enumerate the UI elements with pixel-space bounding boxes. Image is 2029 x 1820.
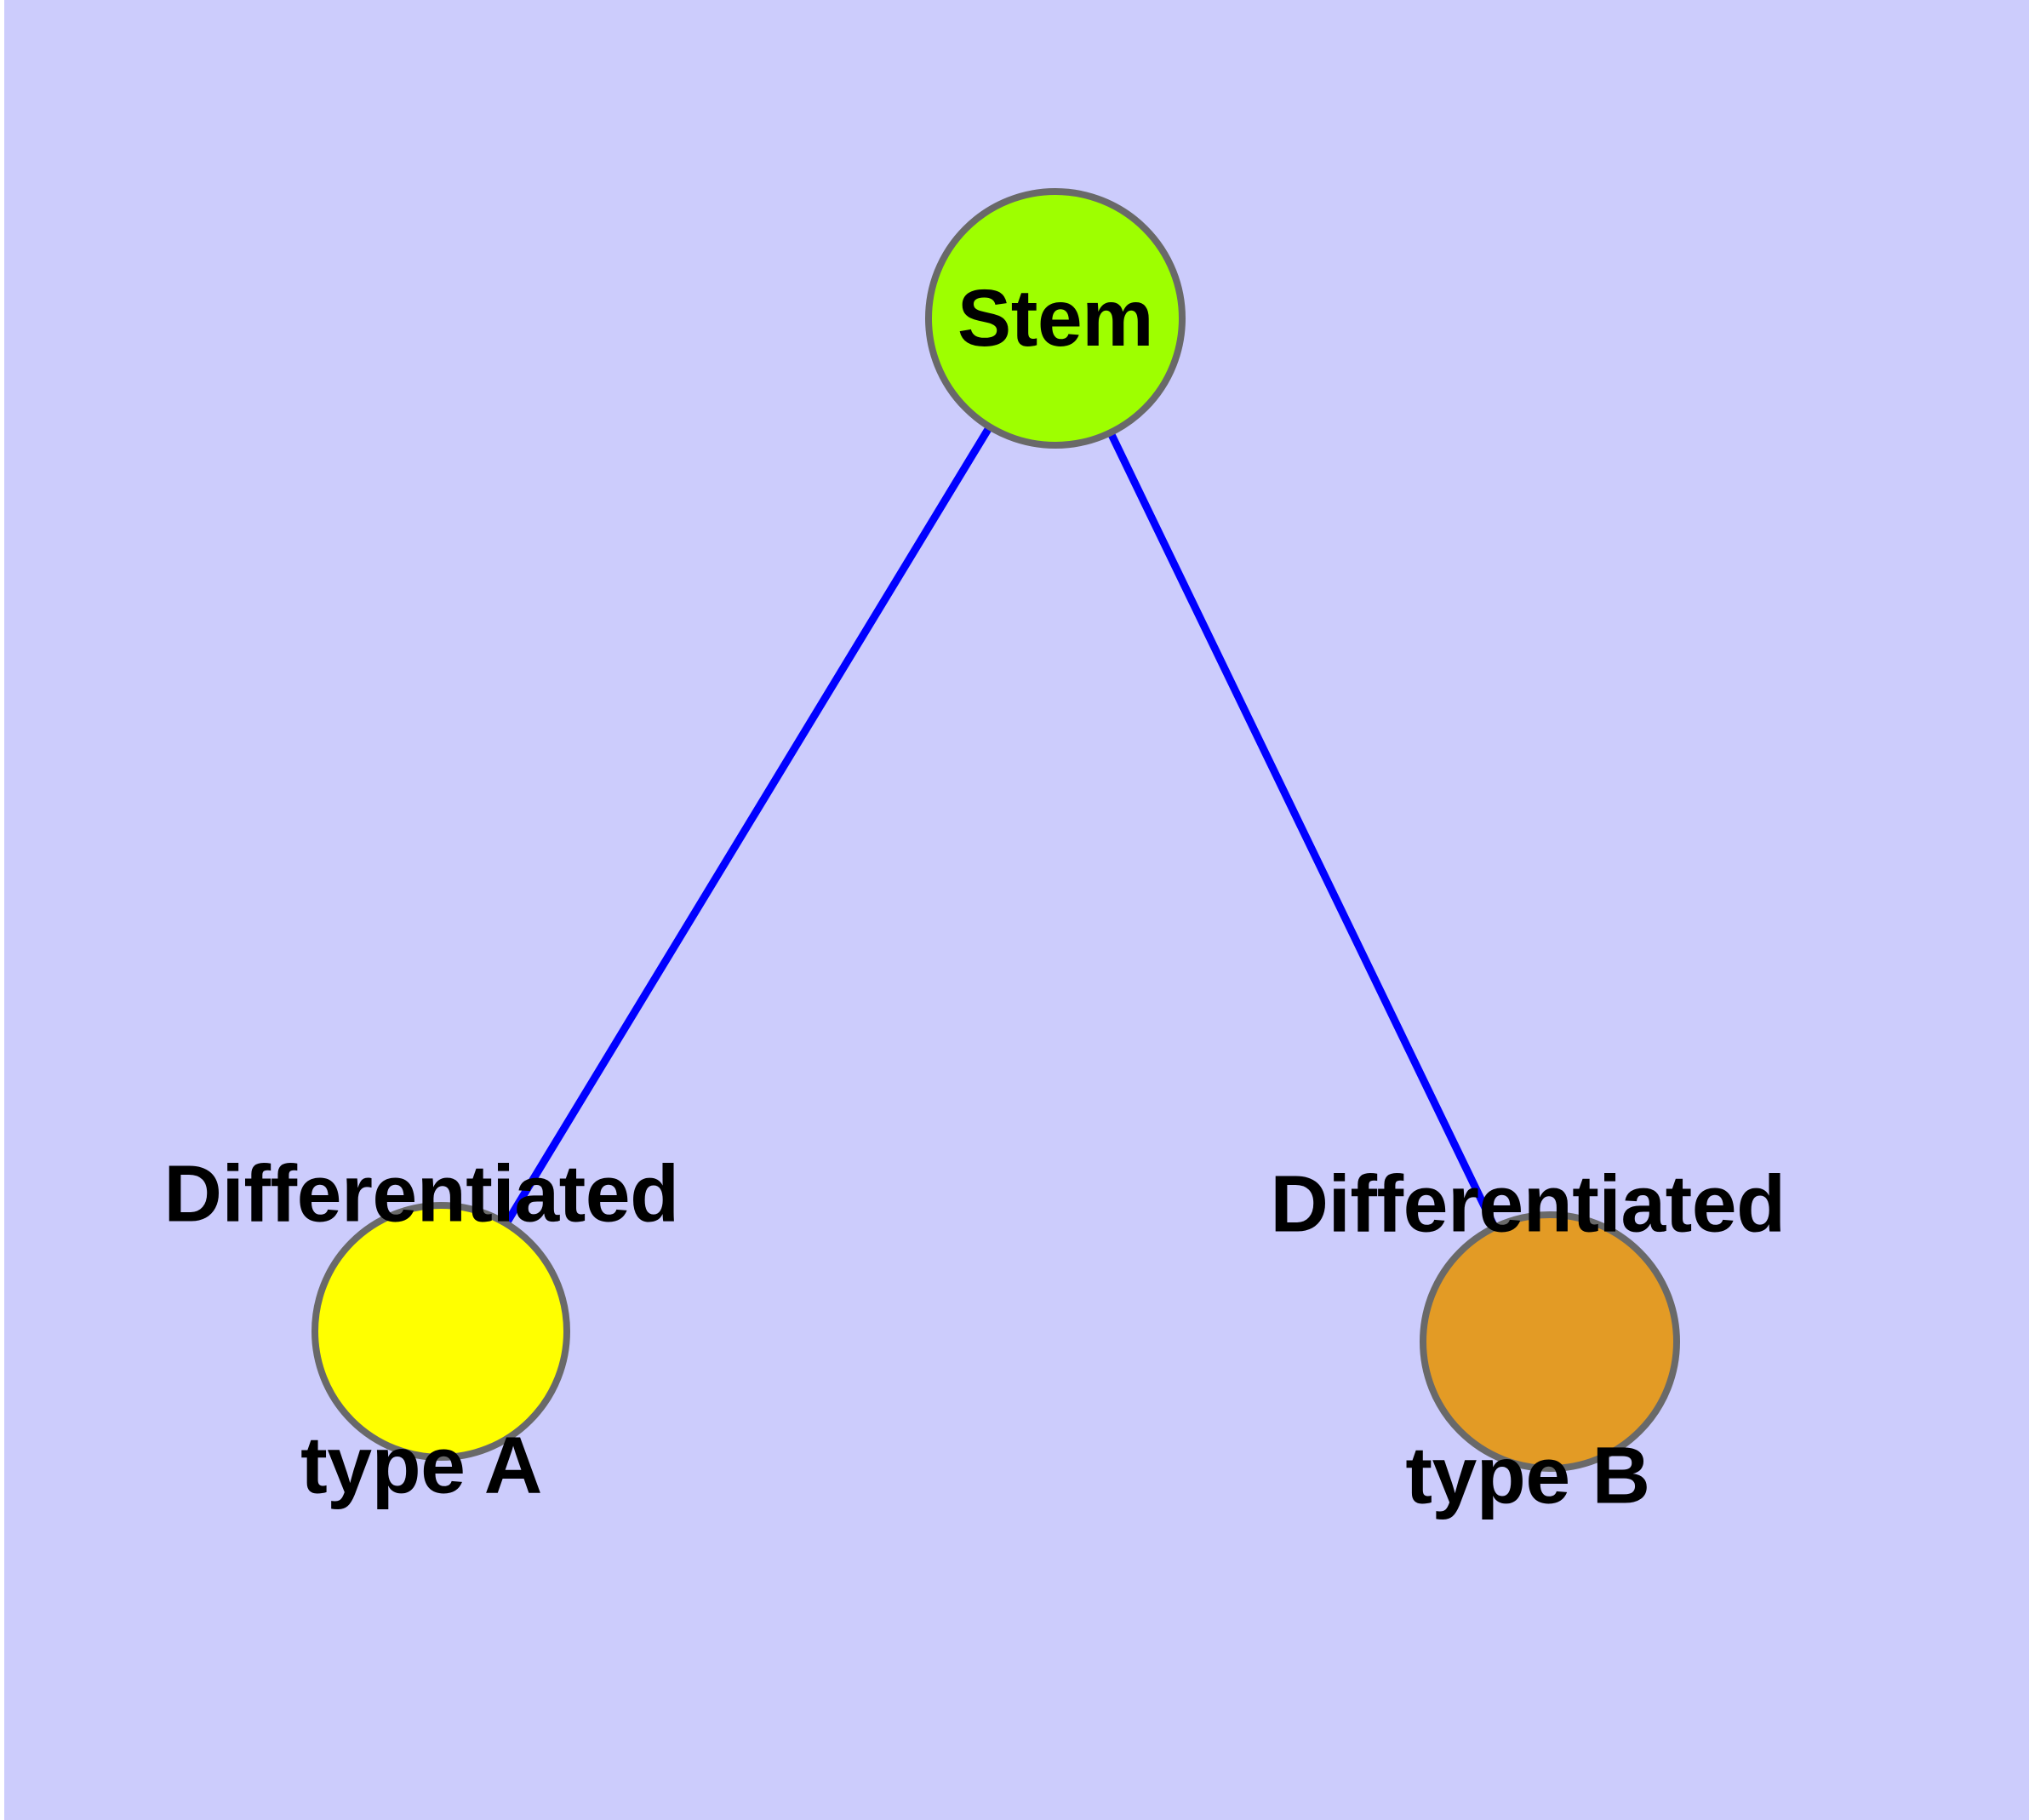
edge-stem-to-differentiated-b[interactable] bbox=[1051, 317, 1554, 1343]
edge-stem-to-differentiated-a[interactable] bbox=[437, 316, 1059, 1334]
node-stem[interactable] bbox=[925, 188, 1186, 449]
edge-layer bbox=[437, 316, 1554, 1343]
node-layer bbox=[311, 188, 1680, 1472]
node-differentiated-b[interactable] bbox=[1420, 1211, 1680, 1472]
node-differentiated-a[interactable] bbox=[311, 1202, 570, 1461]
